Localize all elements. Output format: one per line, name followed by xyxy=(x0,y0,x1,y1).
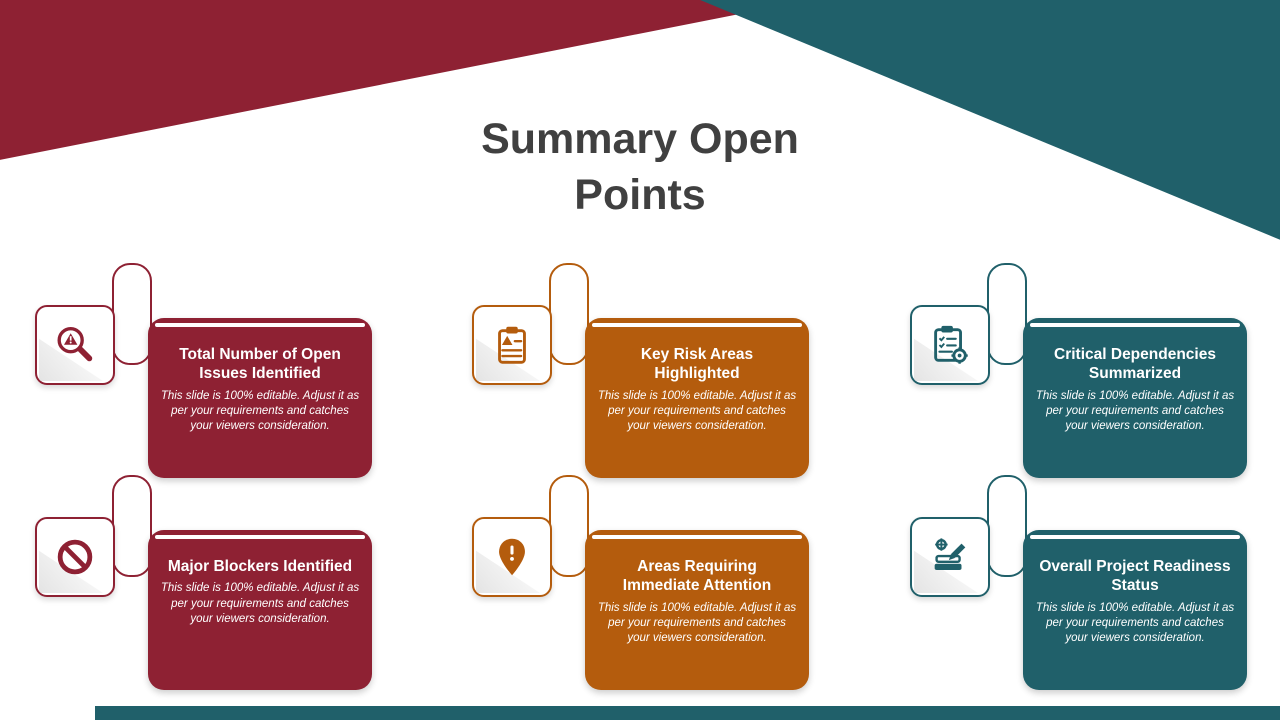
card-tab-shape xyxy=(549,475,589,577)
card-tab-shape xyxy=(549,263,589,365)
card-icon-box xyxy=(35,305,115,385)
card-tab-shape xyxy=(112,475,152,577)
card-title: Critical Dependencies Summarized xyxy=(1054,346,1216,383)
summary-card-key-risks: Key Risk Areas Highlighted This slide is… xyxy=(472,263,809,478)
card-tab-shape xyxy=(112,263,152,365)
search-alert-icon xyxy=(57,327,93,362)
summary-card-open-issues: Total Number of Open Issues Identified T… xyxy=(35,263,372,478)
card-description: This slide is 100% editable. Adjust it a… xyxy=(160,389,360,433)
book-gear-icon xyxy=(934,538,966,570)
slide-title: Summary Open Points xyxy=(481,115,799,219)
card-description: This slide is 100% editable. Adjust it a… xyxy=(597,601,797,645)
summary-card-dependencies: Critical Dependencies Summarized This sl… xyxy=(910,263,1247,478)
card-panel: Total Number of Open Issues Identified T… xyxy=(148,318,372,478)
card-icon-box xyxy=(35,517,115,597)
card-title: Key Risk Areas Highlighted xyxy=(640,346,754,383)
card-description: This slide is 100% editable. Adjust it a… xyxy=(1035,389,1235,433)
blocked-icon xyxy=(57,539,93,575)
card-icon-box xyxy=(910,305,990,385)
card-panel: Areas Requiring Immediate Attention This… xyxy=(585,530,809,690)
risk-clipboard-icon xyxy=(498,326,526,364)
checklist-gear-icon xyxy=(934,325,968,364)
card-panel: Key Risk Areas Highlighted This slide is… xyxy=(585,318,809,478)
card-panel: Major Blockers Identified This slide is … xyxy=(148,530,372,690)
card-description: This slide is 100% editable. Adjust it a… xyxy=(597,389,797,433)
card-title: Total Number of Open Issues Identified xyxy=(179,346,341,383)
card-icon-box xyxy=(910,517,990,597)
card-panel: Critical Dependencies Summarized This sl… xyxy=(1023,318,1247,478)
card-description: This slide is 100% editable. Adjust it a… xyxy=(1035,601,1235,645)
bottom-accent-bar xyxy=(95,706,1280,720)
card-panel: Overall Project Readiness Status This sl… xyxy=(1023,530,1247,690)
summary-card-immediate-attention: Areas Requiring Immediate Attention This… xyxy=(472,475,809,690)
card-description: This slide is 100% editable. Adjust it a… xyxy=(160,582,360,625)
card-title: Overall Project Readiness Status xyxy=(1039,558,1231,595)
card-icon-box xyxy=(472,305,552,385)
card-title: Areas Requiring Immediate Attention xyxy=(622,558,772,595)
location-alert-icon xyxy=(499,538,525,576)
card-tab-shape xyxy=(987,263,1027,365)
summary-card-blockers: Major Blockers Identified This slide is … xyxy=(35,475,372,690)
card-title: Major Blockers Identified xyxy=(167,558,353,575)
card-icon-box xyxy=(472,517,552,597)
summary-card-readiness: Overall Project Readiness Status This sl… xyxy=(910,475,1247,690)
card-tab-shape xyxy=(987,475,1027,577)
